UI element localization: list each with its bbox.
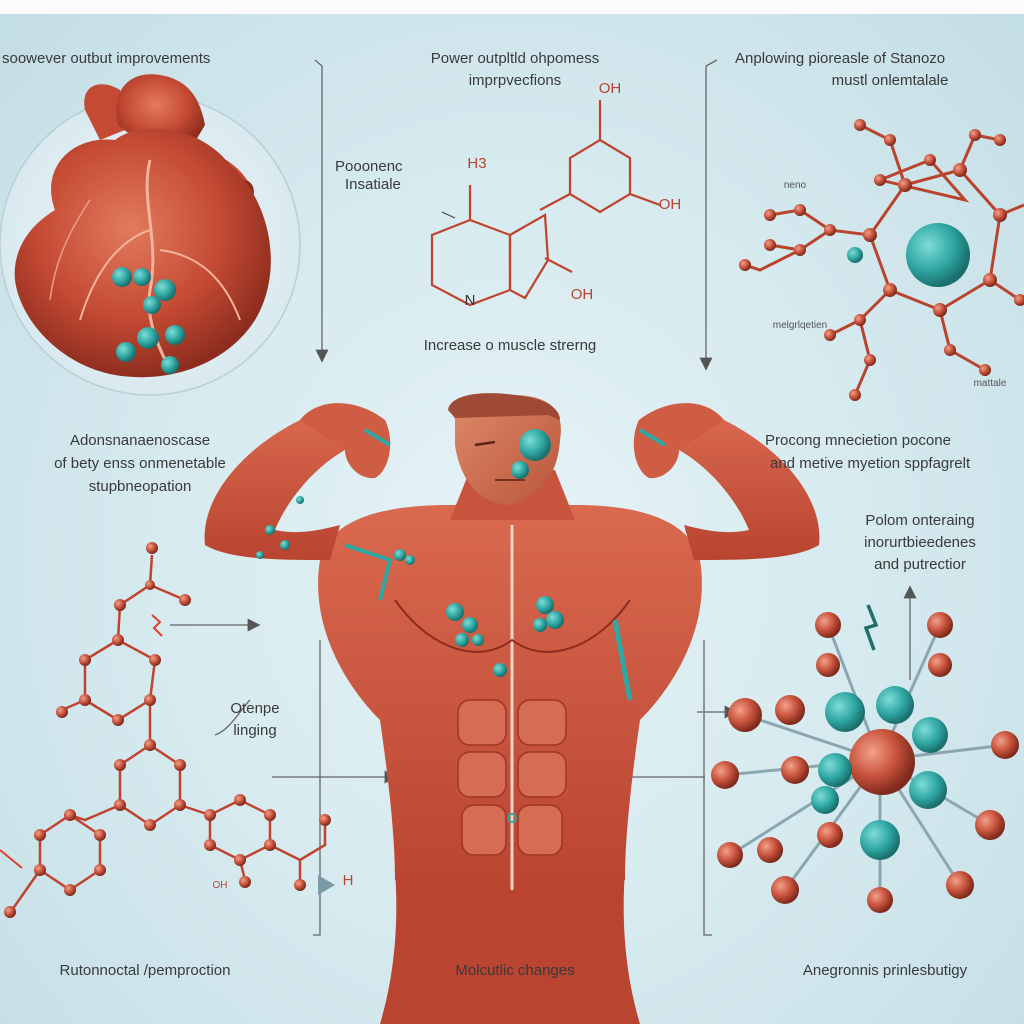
heart-body — [14, 128, 271, 378]
molecular-model-bottom — [711, 604, 1019, 913]
label-mid-left-3: stupbneopation — [88, 478, 192, 495]
label-bottom-center: Molcutlic changes — [455, 962, 575, 979]
label-right-side-2: inorurtbieedenes — [864, 534, 976, 551]
label-left-side-2: linging — [233, 722, 277, 739]
teal-core — [906, 223, 970, 287]
arrow-right-icon — [318, 875, 335, 895]
molecular-cluster-top — [739, 119, 1024, 401]
atom-oh-small: OH — [212, 880, 228, 891]
arrow-down-icon — [314, 59, 329, 363]
label-left-side-1: Otenpe — [230, 700, 280, 717]
muscular-figure — [204, 393, 820, 1024]
right-arm — [669, 412, 820, 560]
atom-h: H — [342, 872, 354, 889]
lightning-icon — [863, 604, 879, 651]
label-mid-right-1: Procong mnecietion pocone — [765, 432, 951, 449]
chem-caption: Increase o muscle strerng — [423, 337, 597, 354]
chem-label-1: Pooonenc — [335, 158, 403, 175]
chemical-structure-top — [430, 100, 661, 307]
top-border — [0, 0, 1024, 14]
atom-oh-3: OH — [570, 286, 594, 303]
hair — [448, 393, 560, 420]
label-top-right-2: mustl onlemtalale — [831, 72, 949, 89]
left-fist — [300, 403, 391, 479]
label-right-side-1: Polom onteraing — [865, 512, 975, 529]
vessel-left — [84, 84, 125, 140]
left-arm — [204, 412, 355, 560]
central-atom — [849, 729, 915, 795]
label-mid-left-1: Adonsnanaenoscase — [69, 432, 211, 449]
label-top-center-1: Power outpltld ohpomess — [430, 50, 600, 67]
atom-oh-1: OH — [598, 80, 622, 97]
label-bottom-left: Rutonnoctal /pemproction — [59, 962, 231, 979]
label-top-right-1: Anplowing pioreasle of Stanozo — [735, 50, 946, 67]
atom-h3: H3 — [467, 155, 487, 172]
label-right-side-3: and putrectior — [874, 556, 966, 573]
abdominals — [457, 699, 567, 856]
label-mid-left-2: of bety enss onmenetable — [54, 455, 226, 472]
mol-label-2: mattale — [973, 378, 1007, 389]
heart-illustration — [0, 74, 301, 396]
label-top-left: soowever outbut improvements — [2, 50, 211, 67]
head — [454, 395, 561, 505]
heart-molecules — [112, 267, 185, 374]
arrow-down-icon — [699, 59, 718, 371]
right-fist — [633, 403, 724, 479]
mol-label-1: melgrlqetien — [772, 320, 828, 331]
body-molecules — [256, 429, 564, 677]
label-bottom-right: Anegronnis prinlesbutigy — [802, 962, 968, 979]
label-top-center-2: imprpvecfions — [468, 72, 562, 89]
lightning-icon — [151, 614, 163, 637]
atom-oh-2: OH — [658, 196, 682, 213]
molecule-chain-left — [0, 542, 335, 918]
divider-lines — [170, 59, 917, 936]
torso — [318, 505, 702, 899]
chem-label-2: Insatiale — [345, 176, 401, 193]
label-mid-right-2: and metive myetion sppfagrelt — [770, 455, 971, 472]
atom-n: N — [464, 292, 476, 309]
navel — [507, 813, 517, 823]
mol-nano: neno — [783, 180, 807, 191]
